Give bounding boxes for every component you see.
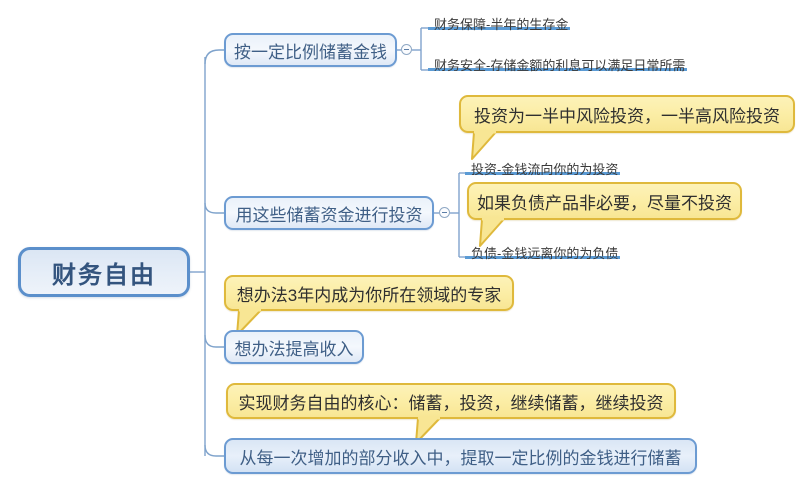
branch-node-income-label: 想办法提高收入	[234, 339, 354, 359]
branch-node-investing-label: 用这些储蓄资金进行投资	[235, 205, 423, 225]
note-risk-split[interactable]: 投资为一半中风险投资，一半高风险投资	[459, 95, 795, 133]
branch-node-save-increment-label: 从每一次增加的部分收入中，提取一定比例的金钱进行储蓄	[239, 448, 682, 468]
collapse-toggle-investing[interactable]	[439, 207, 450, 218]
branch-node-saving[interactable]: 按一定比例储蓄金钱	[224, 33, 397, 67]
leaf-node-financial-guarantee[interactable]: 财务保障-半年的生存金	[428, 14, 571, 32]
branch-node-income[interactable]: 想办法提高收入	[224, 330, 364, 364]
collapse-toggle-saving[interactable]	[401, 44, 412, 55]
note-core-principle-label: 实现财务自由的核心：储蓄，投资，继续储蓄，继续投资	[238, 393, 664, 413]
leaf-node-liability-definition[interactable]: 负债-金钱远离你的为负债	[465, 243, 621, 261]
branch-node-save-increment[interactable]: 从每一次增加的部分收入中，提取一定比例的金钱进行储蓄	[224, 438, 697, 474]
leaf-node-financial-safety-label: 财务安全-存储金额的利息可以满足日常所需	[434, 58, 686, 73]
note-core-principle[interactable]: 实现财务自由的核心：储蓄，投资，继续储蓄，继续投资	[226, 383, 676, 419]
note-expert-3-years-label: 想办法3年内成为你所在领域的专家	[236, 285, 502, 305]
leaf-node-financial-guarantee-label: 财务保障-半年的生存金	[434, 17, 569, 32]
leaf-node-investment-definition-label: 投资-金钱流向你的为投资	[471, 162, 619, 177]
note-avoid-liability[interactable]: 如果负债产品非必要，尽量不投资	[467, 182, 742, 220]
leaf-node-investment-definition[interactable]: 投资-金钱流向你的为投资	[465, 159, 621, 177]
note-avoid-liability-label: 如果负债产品非必要，尽量不投资	[477, 193, 732, 213]
branch-node-saving-label: 按一定比例储蓄金钱	[234, 42, 387, 62]
root-node-label: 财务自由	[52, 261, 156, 289]
note-risk-split-label: 投资为一半中风险投资，一半高风险投资	[474, 106, 780, 126]
branch-node-investing[interactable]: 用这些储蓄资金进行投资	[224, 196, 434, 230]
note-expert-3-years[interactable]: 想办法3年内成为你所在领域的专家	[224, 275, 514, 311]
root-node[interactable]: 财务自由	[18, 247, 190, 297]
leaf-node-financial-safety[interactable]: 财务安全-存储金额的利息可以满足日常所需	[428, 55, 688, 73]
note-risk-split-tail	[471, 131, 497, 160]
leaf-node-liability-definition-label: 负债-金钱远离你的为负债	[471, 246, 619, 261]
